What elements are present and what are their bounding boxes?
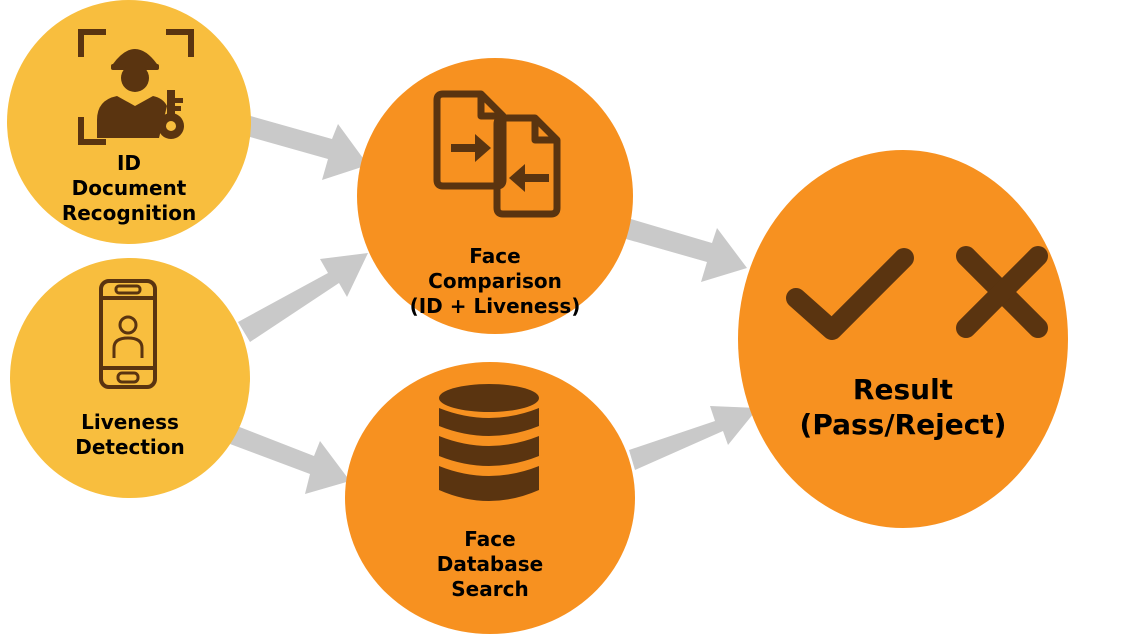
checkmark-icon: [786, 248, 914, 340]
arrow-comparison-to-result: [619, 217, 747, 282]
id-card-person-key-icon: [78, 29, 194, 145]
node-id-document-label: ID Document Recognition: [7, 151, 251, 226]
node-face-comparison-label: Face Comparison (ID + Liveness): [357, 244, 633, 319]
label-line: Face: [464, 527, 516, 551]
label-line: ID: [116, 151, 142, 175]
node-liveness-label: Liveness Detection: [10, 410, 250, 460]
x-mark-icon: [956, 246, 1048, 338]
label-line: Result: [852, 373, 954, 406]
node-result-label: Result (Pass/Reject): [738, 372, 1068, 442]
node-liveness-detection: Liveness Detection: [10, 258, 250, 498]
label-line: Comparison: [428, 269, 562, 293]
label-line: Database: [436, 552, 544, 576]
label-line: Liveness: [81, 410, 179, 434]
label-line: Detection: [75, 435, 185, 459]
arrow-id-to-comparison: [243, 115, 368, 180]
node-face-database-search: Face Database Search: [345, 362, 635, 634]
node-face-comparison: Face Comparison (ID + Liveness): [357, 58, 633, 334]
smartphone-face-icon: [99, 279, 157, 389]
arrow-liveness-to-comparison: [238, 253, 368, 342]
node-face-database-label: Face Database Search: [345, 527, 635, 602]
label-line: Document: [71, 176, 187, 200]
document-compare-icon: [433, 90, 561, 218]
label-line: Recognition: [61, 201, 197, 225]
arrow-database-to-result: [629, 406, 758, 470]
label-line: Search: [451, 577, 529, 601]
label-line: (ID + Liveness): [409, 294, 581, 318]
arrow-liveness-to-database: [230, 426, 350, 494]
label-line: (Pass/Reject): [799, 408, 1007, 441]
node-id-document-recognition: ID Document Recognition: [7, 0, 251, 244]
database-icon: [439, 384, 539, 501]
label-line: Face: [469, 244, 521, 268]
node-result: Result (Pass/Reject): [738, 150, 1068, 528]
